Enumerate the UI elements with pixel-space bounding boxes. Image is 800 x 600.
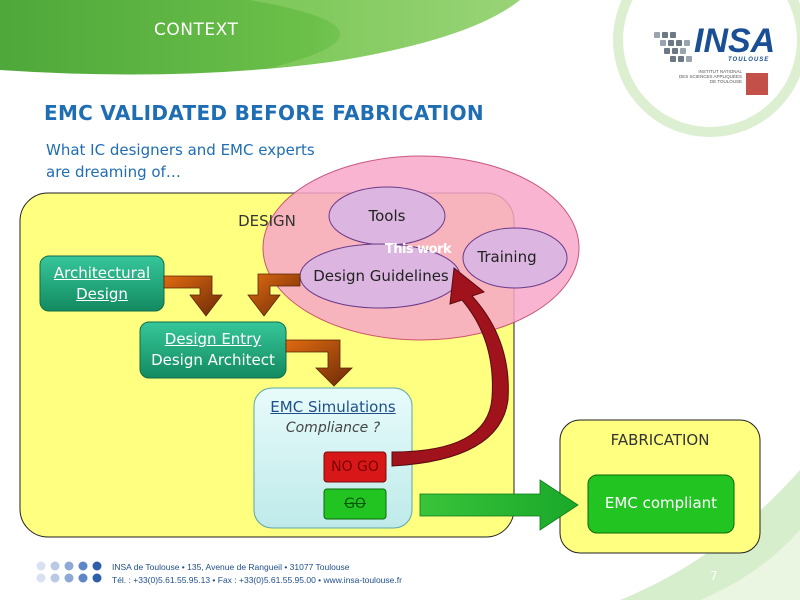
institute-line-3: DE TOULOUSE <box>709 79 742 84</box>
emc-simulations-title: EMC Simulations <box>270 398 396 416</box>
institute-line-1: INSTITUT NATIONAL <box>698 69 742 74</box>
footer-dots <box>36 561 102 583</box>
arrow-entry-to-sim <box>285 339 353 387</box>
insa-logo-mark <box>654 32 692 62</box>
tools-label: Tools <box>368 207 406 225</box>
logo-pixel <box>678 56 684 62</box>
corner-swoosh <box>620 470 800 600</box>
slide-subtitle: What IC designers and EMC experts are dr… <box>46 139 315 183</box>
corner-swoosh-inner <box>700 530 800 600</box>
training-ellipse <box>462 227 568 289</box>
emc-compliant-box <box>587 474 735 534</box>
no-go-label: NO GO <box>331 459 379 475</box>
logo-pixel <box>670 32 676 38</box>
subtitle-line-2: are dreaming of… <box>46 163 181 181</box>
logo-pixel <box>664 48 670 54</box>
logo-pixel <box>686 56 692 62</box>
architectural-line-1: Architectural <box>53 264 151 282</box>
logo-pixel <box>676 40 682 46</box>
compliance-question: Compliance ? <box>285 420 381 436</box>
institute-text: INSTITUT NATIONAL DES SCIENCES APPLIQUÉE… <box>658 69 742 84</box>
logo-pixel <box>672 48 678 54</box>
design-entry-line-2: Design Architect <box>151 351 275 369</box>
arrow-arch-to-entry <box>163 275 223 317</box>
footer-dot <box>64 573 74 583</box>
nogo-feedback-arrow <box>391 267 509 467</box>
logo-pixel <box>660 40 666 46</box>
design-label: DESIGN <box>238 212 296 230</box>
footer-dot <box>64 561 74 571</box>
footer-line-2: Tél. : +33(0)5.61.55.95.13 • Fax : +33(0… <box>112 575 402 585</box>
subtitle-line-1: What IC designers and EMC experts <box>46 141 315 159</box>
fabrication-label: FABRICATION <box>610 431 710 449</box>
logo-pixel <box>668 40 674 46</box>
go-label: GO <box>344 496 366 512</box>
architectural-label: Architectural Design <box>38 263 166 305</box>
insa-logo-sub: TOULOUSE <box>728 57 770 63</box>
footer-dot <box>36 561 46 571</box>
logo-pixel <box>670 56 676 62</box>
design-entry-line-1: Design Entry <box>164 330 262 348</box>
no-go-button <box>323 451 387 483</box>
logo-pixel <box>662 32 668 38</box>
architectural-line-2: Design <box>76 285 128 303</box>
header-band-highlight <box>250 0 520 68</box>
footer-line-1: INSA de Toulouse • 135, Avenue de Rangue… <box>112 562 350 572</box>
page-number: 7 <box>710 569 718 583</box>
logo-pixel <box>680 48 686 54</box>
footer-dot <box>50 573 60 583</box>
slide-title: EMC VALIDATED BEFORE FABRICATION <box>44 101 484 125</box>
footer-dot <box>92 573 102 583</box>
footer-dot <box>36 573 46 583</box>
institute-line-2: DES SCIENCES APPLIQUÉES <box>678 74 742 79</box>
toulouse-crest <box>746 73 768 95</box>
footer-dot <box>78 573 88 583</box>
section-label: CONTEXT <box>154 20 239 40</box>
go-to-fabrication-arrow <box>419 479 579 531</box>
footer-address: INSA de Toulouse • 135, Avenue de Rangue… <box>112 561 402 587</box>
emc-simulations-label: EMC Simulations Compliance ? <box>254 397 412 439</box>
this-work-label: This work <box>384 242 452 257</box>
training-label: Training <box>477 248 537 266</box>
emc-compliant-label: EMC compliant <box>604 494 718 512</box>
footer-dot <box>92 561 102 571</box>
logo-ring <box>613 0 800 137</box>
design-entry-label: Design Entry Design Architect <box>134 329 292 371</box>
logo-pixel <box>654 32 660 38</box>
footer-dot <box>50 561 60 571</box>
insa-logo-text: INSA <box>694 22 776 60</box>
arrow-guidelines-to-entry <box>247 273 301 317</box>
logo-pixel <box>684 40 690 46</box>
footer-dot <box>78 561 88 571</box>
go-button <box>323 488 387 520</box>
guidelines-label: Design Guidelines <box>313 267 449 285</box>
